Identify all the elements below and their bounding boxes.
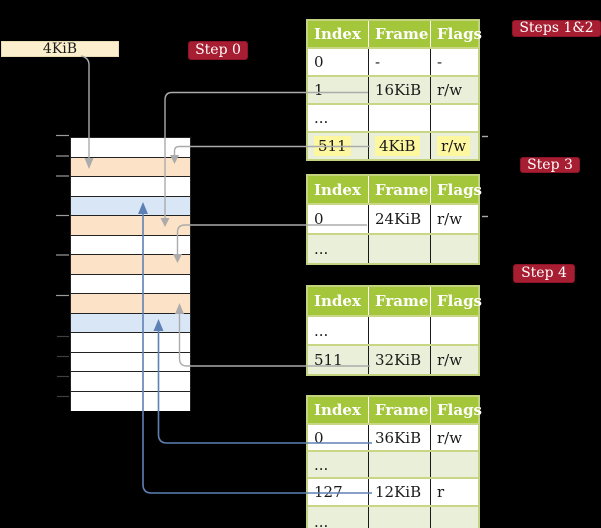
table-cell: ... — [314, 455, 329, 474]
table-row: 0 - - — [308, 47, 478, 75]
table-row: ... — [308, 103, 478, 131]
column-header-frame: Frame — [368, 397, 430, 423]
memory-address-ticks — [56, 134, 69, 297]
table-cell: 127 — [314, 483, 343, 501]
table-cell — [430, 105, 478, 131]
memory-frame-row-44kib — [71, 352, 190, 372]
table-row: 0 36KiB r/w — [308, 423, 478, 450]
memory-frame-row-36kib — [71, 313, 190, 333]
table-row: ... — [308, 505, 478, 528]
memory-frame-row-16kib — [71, 216, 190, 236]
table-cell: 511 — [308, 133, 368, 159]
memory-frame-row-32kib — [71, 294, 190, 314]
table-row: 511 32KiB r/w — [308, 344, 478, 374]
frame-size-label-box: 4KiB — [1, 41, 119, 57]
memory-frame-row-4kib — [71, 157, 190, 177]
table-row: ... — [308, 233, 478, 263]
table-row: ... — [308, 315, 478, 344]
column-header-flags: Flags — [430, 21, 482, 47]
table-cell: 0 — [314, 53, 324, 71]
table-cell — [430, 235, 478, 263]
memory-frame-row-8kib — [71, 177, 190, 197]
table-header-row: Index Frame Flags — [308, 287, 482, 315]
column-header-frame: Frame — [368, 287, 430, 315]
table-row: 0 24KiB r/w — [308, 203, 478, 233]
memory-frame-row-52kib — [71, 391, 190, 411]
badge-step-0: Step 0 — [188, 41, 248, 60]
memory-address-ticks-dim — [57, 335, 69, 398]
table-cell — [368, 235, 430, 263]
table-cell: r/w — [430, 205, 478, 233]
table-cell: r — [430, 479, 478, 505]
page-table-step-3: Index Frame Flags 0 24KiB r/w ... — [306, 174, 482, 265]
column-header-flags: Flags — [430, 287, 482, 315]
table-row: 1 16KiB r/w — [308, 75, 478, 103]
table-cell: r/w — [430, 425, 478, 450]
memory-frame-row-12kib — [71, 196, 190, 216]
table-cell: ... — [314, 321, 329, 340]
table-header-row: Index Frame Flags — [308, 21, 482, 47]
column-header-frame: Frame — [368, 176, 430, 203]
table-cell: - — [430, 49, 478, 75]
column-header-frame: Frame — [368, 21, 430, 47]
column-header-flags: Flags — [430, 176, 482, 203]
table-row: 127 12KiB r — [308, 477, 478, 505]
page-table-step-4: Index Frame Flags ... 511 32KiB r/w — [306, 285, 482, 376]
memory-frame-row-20kib — [71, 235, 190, 255]
highlighted-value: 511 — [314, 136, 351, 156]
table-cell — [368, 507, 430, 528]
table-cell: r/w — [430, 133, 478, 159]
table-header-row: Index Frame Flags — [308, 176, 482, 203]
memory-frame-row-40kib — [71, 333, 190, 353]
table-cell: r/w — [430, 346, 478, 374]
highlighted-value: 4KiB — [375, 136, 420, 156]
table-cell — [368, 317, 430, 344]
table-cell: 36KiB — [368, 425, 430, 450]
table-cell: 32KiB — [368, 346, 430, 374]
table-row-highlighted: 511 4KiB r/w — [308, 131, 478, 159]
table-cell — [430, 452, 478, 477]
table-cell: 511 — [314, 351, 343, 369]
table-row: ... — [308, 450, 478, 477]
page-table-leaf: Index Frame Flags 0 36KiB r/w ... 127 12… — [306, 395, 482, 528]
table-cell: - — [368, 49, 430, 75]
table-cell — [430, 507, 478, 528]
memory-frame-row-0kib — [71, 138, 190, 158]
table-cell — [430, 317, 478, 344]
memory-frame-row-28kib — [71, 274, 190, 294]
memory-frame-row-48kib — [71, 372, 190, 392]
page-table-steps-1-2: Index Frame Flags 0 - - 1 16KiB r/w ... … — [306, 19, 482, 161]
column-header-index: Index — [314, 292, 361, 310]
column-header-index: Index — [314, 180, 361, 199]
badge-steps-1-2: Steps 1&2 — [512, 20, 601, 37]
column-header-index: Index — [314, 401, 361, 419]
table-header-row: Index Frame Flags — [308, 397, 482, 423]
table-cell: 12KiB — [368, 479, 430, 505]
highlighted-value: r/w — [437, 136, 471, 156]
table-cell: 24KiB — [368, 205, 430, 233]
table-cell — [368, 452, 430, 477]
table-cell: 0 — [314, 210, 324, 228]
table-cell — [368, 105, 430, 131]
table-cell: 0 — [314, 428, 324, 447]
table-cell: r/w — [430, 77, 478, 103]
memory-frame-row-24kib — [71, 255, 190, 275]
table-cell: ... — [314, 109, 329, 127]
table-cell: ... — [314, 513, 329, 528]
table-cell: 16KiB — [368, 77, 430, 103]
column-header-flags: Flags — [430, 397, 482, 423]
table-cell: ... — [314, 240, 329, 258]
column-header-index: Index — [314, 25, 361, 43]
table-cell: 1 — [314, 81, 324, 99]
physical-memory-column — [70, 137, 191, 411]
badge-step-4: Step 4 — [513, 264, 575, 283]
frame-size-label: 4KiB — [42, 41, 78, 57]
table-cell: 4KiB — [368, 133, 430, 159]
badge-step-3: Step 3 — [520, 157, 580, 173]
